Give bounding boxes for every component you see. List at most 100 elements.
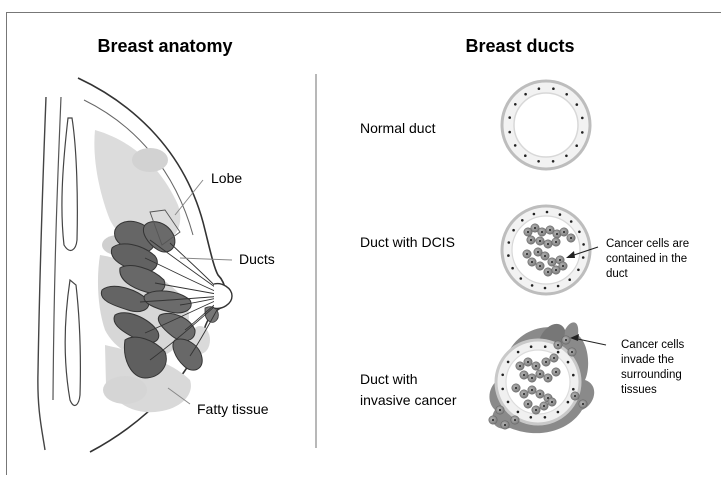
note-invasive: Cancer cells invade the surrounding tiss… [621,339,687,396]
cell-nucleus-dot [565,155,568,158]
cell-nucleus-dot [578,231,581,234]
cell-nucleus-dot [514,103,517,106]
cancer-cell-nucleus [515,387,517,389]
note-dcis: Cancer cells are contained in the duct [606,238,692,280]
cell-nucleus-dot [538,87,541,90]
cancer-cell-nucleus [492,419,494,421]
cancer-cell-nucleus [543,405,545,407]
cancer-cell-nucleus [531,389,533,391]
cell-nucleus-dot [544,287,547,290]
label-line: Duct with [360,371,418,387]
cancer-cell-nucleus [531,377,533,379]
cell-nucleus-dot [565,93,568,96]
cancer-cell-nucleus [534,227,536,229]
label-line: invasive cancer [360,392,457,408]
note-line: Cancer cells [621,339,685,351]
note-line: contained in the [606,253,687,265]
cell-nucleus-dot [557,411,560,414]
cancer-cell-nucleus [559,259,561,261]
cancer-cell-nucleus [544,255,546,257]
cancer-cell-nucleus [526,253,528,255]
cancer-cell-nucleus [547,271,549,273]
cancer-cell-nucleus [562,265,564,267]
cancer-cell-nucleus [547,377,549,379]
cell-nucleus-dot [567,361,570,364]
note-line: tissues [621,384,657,396]
note-line: invade the [621,354,674,366]
cell-nucleus-dot [530,345,533,348]
cell-nucleus-dot [521,219,524,222]
cancer-cell-nucleus [504,424,506,426]
cell-nucleus-dot [552,87,555,90]
cell-nucleus-dot [508,116,511,119]
cell-nucleus-dot [507,361,510,364]
cell-nucleus-dot [581,131,584,134]
chest-wall-line [38,97,46,450]
cell-nucleus-dot [517,351,520,354]
rib-shape [65,280,80,405]
label-lobe: Lobe [211,170,242,186]
cell-nucleus-dot [501,388,504,391]
cell-nucleus-dot [581,117,584,120]
fatty-tissue [132,148,168,172]
cell-nucleus-dot [582,243,585,246]
note-line: duct [606,268,629,280]
cancer-cell-nucleus [551,401,553,403]
cancer-cell-nucleus [514,419,516,421]
breast-anatomy-illustration [38,78,232,452]
cell-nucleus-dot [501,374,504,377]
cancer-cell-nucleus [531,261,533,263]
cell-nucleus-dot [567,401,570,404]
cell-nucleus-dot [575,144,578,147]
cancer-cell-nucleus [523,374,525,376]
label-duct-with-invasive-cancer: Duct with invasive cancer [360,371,457,408]
cell-nucleus-dot [544,416,547,419]
cell-nucleus-dot [544,345,547,348]
cancer-cell-nucleus [563,231,565,233]
cell-nucleus-dot [582,256,585,259]
cancer-cell-nucleus [551,261,553,263]
cell-nucleus-dot [512,229,515,232]
cancer-cell-nucleus [499,409,501,411]
chest-wall-line [53,97,61,400]
cancer-cell-nucleus [565,339,567,341]
cancer-cell-nucleus [582,403,584,405]
label-ducts: Ducts [239,251,275,267]
cancer-cell-nucleus [555,371,557,373]
cell-nucleus-dot [572,388,575,391]
label-line: Normal duct [360,120,436,136]
dcis-duct-illustration [502,206,590,294]
cancer-cell-nucleus [539,393,541,395]
cancer-cell-nucleus [571,351,573,353]
cell-nucleus-dot [533,213,536,216]
nipple [214,284,232,309]
cell-nucleus-dot [572,374,575,377]
cancer-cell-nucleus [527,231,529,233]
cancer-cell-nucleus [547,243,549,245]
cancer-cell-nucleus [556,233,558,235]
duct-lumen [514,93,578,157]
cancer-cell-nucleus [519,365,521,367]
rib-shape [62,118,77,250]
label-fatty-tissue: Fatty tissue [197,401,269,417]
cancer-cell-nucleus [545,361,547,363]
label-normal-duct: Normal duct [360,120,436,136]
cancer-cell-nucleus [530,239,532,241]
cancer-cell-nucleus [547,397,549,399]
note-line: surrounding [621,369,682,381]
cell-nucleus-dot [557,285,560,288]
cancer-cell-nucleus [535,365,537,367]
duct-lumen [506,350,570,414]
cell-nucleus-dot [576,103,579,106]
cell-nucleus-dot [507,401,510,404]
cancer-cell-nucleus [570,237,572,239]
cell-nucleus-dot [552,160,555,163]
cancer-cell-nucleus [555,269,557,271]
cell-nucleus-dot [524,93,527,96]
cell-nucleus-dot [546,211,549,214]
cell-nucleus-dot [507,254,510,257]
note-line: Cancer cells are [606,238,689,250]
cell-nucleus-dot [531,284,534,287]
cancer-cell-nucleus [527,403,529,405]
